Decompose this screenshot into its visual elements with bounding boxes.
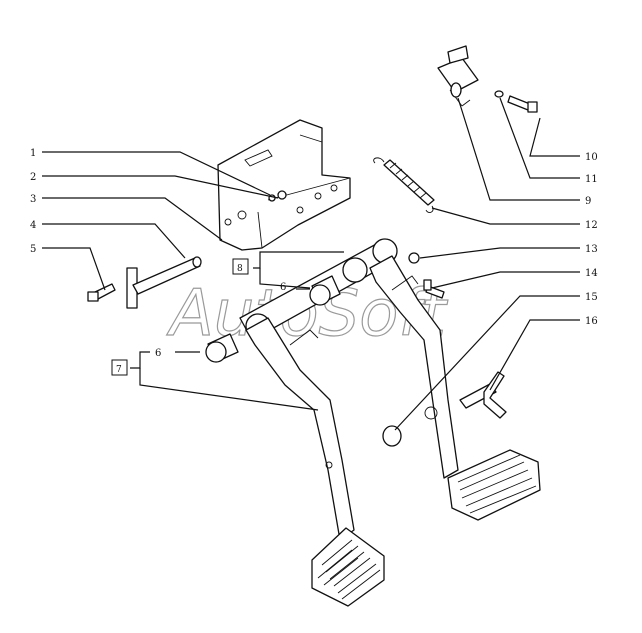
bushing-lower <box>205 333 239 363</box>
brake-pedal-right <box>369 255 541 521</box>
bolt-part-2 <box>277 190 287 200</box>
callout-5: 5 <box>30 244 36 255</box>
pedal-switch <box>437 45 479 107</box>
callout-15: 15 <box>585 292 598 303</box>
callout-6-lower: 6 <box>155 348 161 359</box>
leader-lines <box>42 97 580 431</box>
ring-part-15 <box>382 425 402 447</box>
callout-10: 10 <box>585 152 598 163</box>
bolt-part-5 <box>87 283 116 302</box>
callout-1: 1 <box>30 148 36 159</box>
callout-13: 13 <box>585 244 598 255</box>
callout-16: 16 <box>585 316 598 327</box>
latch-part-16 <box>459 371 507 419</box>
return-spring <box>373 157 435 213</box>
washer-part-11 <box>494 90 504 98</box>
callout-11: 11 <box>585 174 598 185</box>
brake-pedal-left <box>245 317 385 607</box>
callout-12: 12 <box>585 220 598 231</box>
box-label-8: 8 <box>232 258 249 275</box>
bolt-part-14 <box>423 279 445 299</box>
callout-14: 14 <box>585 268 598 279</box>
svg-text:8: 8 <box>237 264 243 274</box>
mounting-bracket <box>217 119 351 251</box>
callout-2: 2 <box>30 172 36 183</box>
nut-part-13 <box>408 252 420 264</box>
svg-text:7: 7 <box>116 365 122 375</box>
pivot-pin <box>126 256 202 309</box>
screw-part-10 <box>507 95 538 113</box>
callout-4: 4 <box>30 220 36 231</box>
bushing-upper <box>309 275 341 306</box>
callout-3: 3 <box>30 194 36 205</box>
box-label-7: 7 <box>111 359 128 376</box>
callout-9: 9 <box>585 196 591 207</box>
callout-6-upper: 6 <box>280 282 286 293</box>
